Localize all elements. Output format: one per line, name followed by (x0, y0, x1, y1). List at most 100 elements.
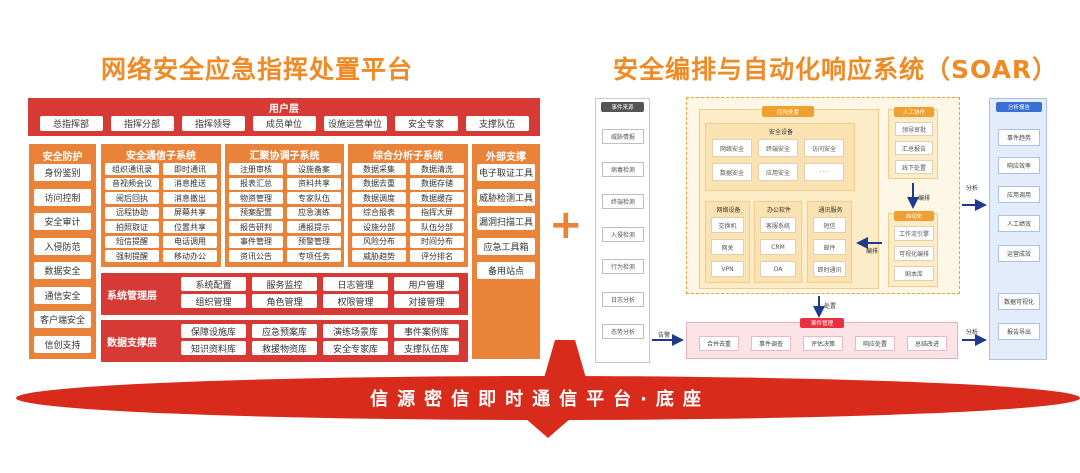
report-item[interactable]: 事件趋势 (998, 129, 1040, 146)
event-mgmt-item[interactable]: 合并去重 (699, 336, 739, 351)
system_mgmt-item[interactable]: 用户管理 (394, 277, 459, 291)
coord_subsystem-item[interactable]: 注册审核 (229, 163, 283, 175)
analysis_subsystem-item[interactable]: 时间分布 (410, 235, 464, 248)
event-mgmt-item[interactable]: 事件调查 (751, 336, 791, 351)
security-item[interactable]: 数据安全 (34, 262, 91, 279)
security-item[interactable]: 访问控制 (34, 188, 91, 206)
comm_subsystem-item[interactable]: 音视频会议 (105, 177, 159, 190)
data_support-item[interactable]: 保障设施库 (181, 324, 246, 338)
coord_subsystem-item[interactable]: 应急演练 (287, 206, 341, 219)
automation-item[interactable]: 可视化编排 (894, 246, 934, 261)
comm_subsystem-item[interactable]: 短信提醒 (105, 235, 159, 248)
external-item[interactable]: 漏洞扫描工具 (477, 213, 535, 230)
event-source-item[interactable]: 病毒检测 (602, 161, 644, 177)
manual-item[interactable]: 汇总报告 (895, 141, 933, 155)
comm_subsystem-item[interactable]: 拍照取证 (105, 221, 159, 233)
analysis_subsystem-item[interactable]: 数据缓存 (410, 192, 464, 204)
coord_subsystem-item[interactable]: 预案配置 (229, 206, 283, 219)
system_mgmt-item[interactable]: 组织管理 (181, 294, 246, 308)
external-item[interactable]: 威胁检测工具 (477, 188, 535, 206)
comm-tool-item[interactable]: 即时通讯 (813, 261, 846, 277)
analysis_subsystem-item[interactable]: 数据采集 (352, 163, 406, 175)
event-source-item[interactable]: 日志分析 (602, 291, 644, 307)
manual-item[interactable]: 线下处置 (895, 160, 933, 174)
security-item[interactable]: 身份鉴别 (34, 164, 91, 181)
coord_subsystem-item[interactable]: 报告研判 (229, 221, 283, 233)
security-item[interactable]: 安全审计 (34, 213, 91, 230)
external-item[interactable]: 应急工具箱 (477, 237, 535, 255)
security-item[interactable]: 信创支持 (34, 335, 91, 353)
data_support-item[interactable]: 演练场景库 (323, 324, 388, 338)
comm_subsystem-item[interactable]: 阅后回执 (105, 192, 159, 204)
office-software-item[interactable]: 客服系统 (760, 217, 796, 233)
coord_subsystem-item[interactable]: 专家队伍 (287, 192, 341, 204)
data_support-item[interactable]: 事件案例库 (394, 324, 459, 338)
data_support-item[interactable]: 救援物资库 (252, 341, 317, 355)
data_support-item[interactable]: 安全专家库 (323, 341, 388, 355)
system_mgmt-item[interactable]: 服务监控 (252, 277, 317, 291)
comm_subsystem-item[interactable]: 消息撤出 (163, 192, 217, 204)
data_support-item[interactable]: 支撑队伍库 (394, 341, 459, 355)
analysis_subsystem-item[interactable]: 指挥大屏 (410, 206, 464, 219)
event-source-item[interactable]: 态势分析 (602, 324, 644, 339)
system_mgmt-item[interactable]: 对接管理 (394, 294, 459, 308)
network-device-item[interactable]: VPN (711, 261, 744, 277)
analysis_subsystem-item[interactable]: 队伍分部 (410, 221, 464, 233)
user-item[interactable]: 设施运营单位 (323, 116, 387, 131)
security-item[interactable]: 入侵防范 (34, 237, 91, 255)
coord_subsystem-item[interactable]: 专项任务 (287, 250, 341, 262)
report-item[interactable]: 报告导出 (998, 323, 1040, 340)
event-source-item[interactable]: 终端检测 (602, 194, 644, 209)
coord_subsystem-item[interactable]: 通报提示 (287, 221, 341, 233)
comm-tool-item[interactable]: 短信 (813, 217, 846, 233)
user-item[interactable]: 指挥分部 (110, 116, 174, 131)
event-source-item[interactable]: 入侵检测 (602, 226, 644, 242)
user-item[interactable]: 成员单位 (252, 116, 316, 131)
network-device-item[interactable]: 网关 (711, 239, 744, 255)
security-device-item[interactable]: · · · (804, 163, 844, 181)
analysis_subsystem-item[interactable]: 设施分部 (352, 221, 406, 233)
coord_subsystem-item[interactable]: 资讯公告 (229, 250, 283, 262)
report-item[interactable]: 应用调用 (998, 186, 1040, 203)
automation-item[interactable]: 剧本库 (894, 266, 934, 281)
event-mgmt-item[interactable]: 响应处置 (855, 336, 895, 351)
automation-item[interactable]: 工作流引擎 (894, 226, 934, 241)
security-item[interactable]: 通信安全 (34, 286, 91, 304)
comm_subsystem-item[interactable]: 电话调用 (163, 235, 217, 248)
external-item[interactable]: 备用站点 (477, 262, 535, 279)
analysis_subsystem-item[interactable]: 数据调度 (352, 192, 406, 204)
analysis_subsystem-item[interactable]: 风险分布 (352, 235, 406, 248)
security-device-item[interactable]: 网络安全 (712, 139, 752, 157)
user-item[interactable]: 指挥领导 (181, 116, 245, 131)
security-device-item[interactable]: 应用安全 (758, 163, 798, 181)
system_mgmt-item[interactable]: 权限管理 (323, 294, 388, 308)
coord_subsystem-item[interactable]: 物资管理 (229, 192, 283, 204)
security-device-item[interactable]: 终端安全 (758, 139, 798, 157)
analysis_subsystem-item[interactable]: 数据清洗 (410, 163, 464, 175)
event-source-item[interactable]: 威胁情报 (602, 129, 644, 144)
comm_subsystem-item[interactable]: 远程协助 (105, 206, 159, 219)
comm-tool-item[interactable]: 邮件 (813, 239, 846, 255)
comm_subsystem-item[interactable]: 消息推送 (163, 177, 217, 190)
comm_subsystem-item[interactable]: 组织通讯录 (105, 163, 159, 175)
security-device-item[interactable]: 访问安全 (804, 139, 844, 157)
comm_subsystem-item[interactable]: 位置共享 (163, 221, 217, 233)
office-software-item[interactable]: CRM (760, 239, 796, 255)
coord_subsystem-item[interactable]: 资料共享 (287, 177, 341, 190)
analysis_subsystem-item[interactable]: 综合报表 (352, 206, 406, 219)
system_mgmt-item[interactable]: 角色管理 (252, 294, 317, 308)
system_mgmt-item[interactable]: 日志管理 (323, 277, 388, 291)
manual-item[interactable]: 领导审批 (895, 122, 933, 136)
report-item[interactable]: 数据可视化 (998, 293, 1040, 310)
system_mgmt-item[interactable]: 系统配置 (181, 277, 246, 291)
report-item[interactable]: 运营成效 (998, 245, 1040, 262)
analysis_subsystem-item[interactable]: 数据存储 (410, 177, 464, 190)
analysis_subsystem-item[interactable]: 评分排名 (410, 250, 464, 262)
comm_subsystem-item[interactable]: 屏幕共享 (163, 206, 217, 219)
report-item[interactable]: 人工绩效 (998, 215, 1040, 232)
comm_subsystem-item[interactable]: 即时通讯 (163, 163, 217, 175)
user-item[interactable]: 支撑队伍 (465, 116, 529, 131)
security-item[interactable]: 客户端安全 (34, 311, 91, 328)
data_support-item[interactable]: 知识资料库 (181, 341, 246, 355)
coord_subsystem-item[interactable]: 报表汇总 (229, 177, 283, 190)
